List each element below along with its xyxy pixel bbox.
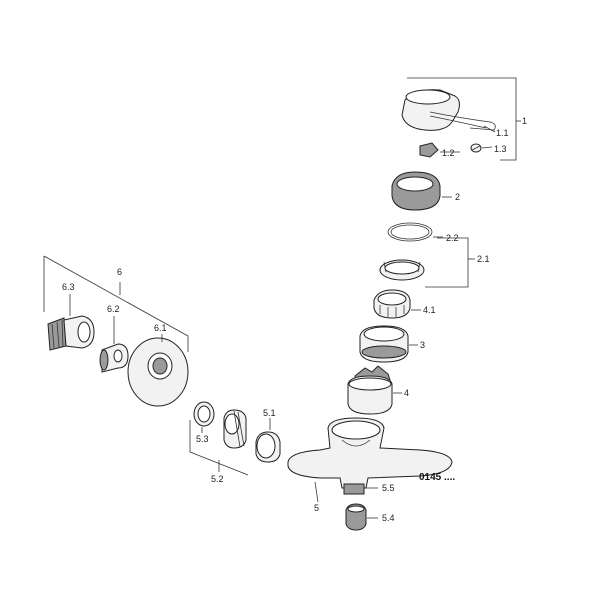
part-5-valve-body bbox=[287, 417, 453, 495]
part-number-code: 0145 .... bbox=[419, 472, 455, 483]
label-1: 1 bbox=[522, 116, 527, 126]
part-4-cartridge bbox=[347, 365, 393, 415]
part-5-2-threaded-nipple bbox=[223, 409, 247, 449]
part-2-1-retaining-ring bbox=[379, 259, 425, 281]
part-5-4-nut bbox=[345, 503, 367, 531]
label-4: 4 bbox=[404, 388, 409, 398]
label-5-5: 5.5 bbox=[382, 483, 395, 493]
label-1-3: 1.3 bbox=[494, 144, 507, 154]
label-2-2: 2.2 bbox=[446, 233, 459, 243]
label-1-1: 1.1 bbox=[496, 128, 509, 138]
bracket-1 bbox=[407, 77, 517, 161]
part-2-2-o-ring bbox=[387, 222, 433, 242]
part-5-1-bushing bbox=[255, 431, 281, 463]
bracket-5-2 bbox=[189, 420, 249, 476]
part-5-3-washer bbox=[193, 401, 215, 427]
bracket-2-1 bbox=[425, 237, 469, 288]
label-2: 2 bbox=[455, 192, 460, 202]
label-5-2: 5.2 bbox=[211, 474, 224, 484]
part-3-bonnet bbox=[359, 325, 409, 363]
label-3: 3 bbox=[420, 340, 425, 350]
label-6: 6 bbox=[117, 267, 122, 277]
part-1-2-screw-cap bbox=[419, 142, 439, 158]
label-6-2: 6.2 bbox=[107, 304, 120, 314]
label-6-1: 6.1 bbox=[154, 323, 167, 333]
label-5-1: 5.1 bbox=[263, 408, 276, 418]
part-1-3-screw bbox=[470, 143, 482, 153]
part-6-3-spindle-extension bbox=[47, 315, 95, 351]
part-1-lever-handle bbox=[401, 89, 496, 131]
label-6-3: 6.3 bbox=[62, 282, 75, 292]
part-6-2-spacer-sleeve bbox=[99, 343, 129, 373]
label-5-3: 5.3 bbox=[196, 434, 209, 444]
label-5: 5 bbox=[314, 503, 319, 513]
label-5-4: 5.4 bbox=[382, 513, 395, 523]
part-6-1-escutcheon bbox=[127, 337, 189, 407]
label-1-2: 1.2 bbox=[442, 148, 455, 158]
part-2-cover-cap bbox=[391, 171, 441, 211]
label-4-1: 4.1 bbox=[423, 305, 436, 315]
part-4-1-threaded-ring bbox=[373, 289, 411, 319]
label-2-1: 2.1 bbox=[477, 254, 490, 264]
bracket-6-top bbox=[43, 255, 189, 352]
